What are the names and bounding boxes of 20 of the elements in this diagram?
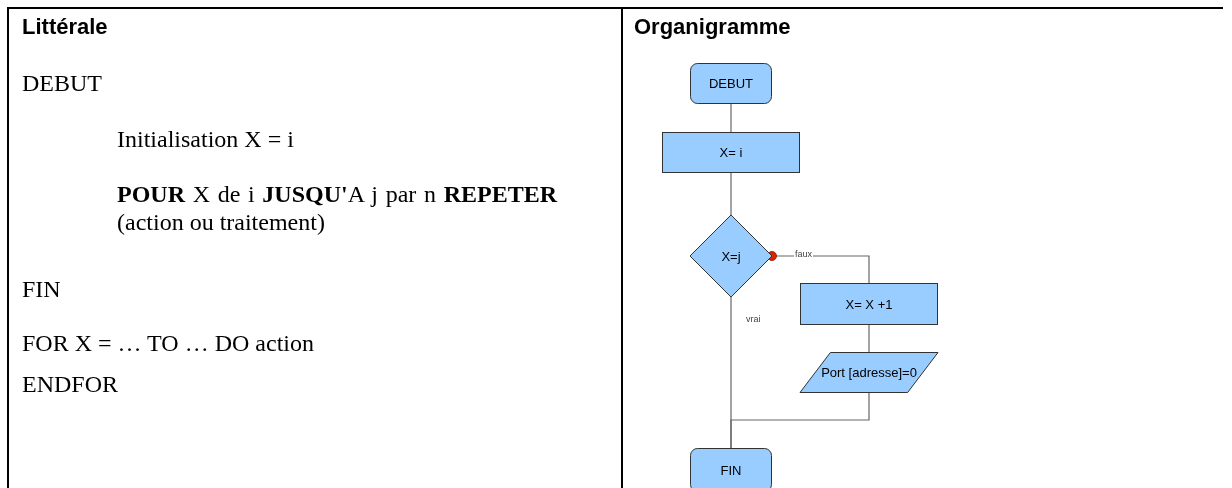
pseudocode-line: POUR X de i JUSQU'A j par n REPETER (action ou traitement) [117, 181, 557, 237]
pseudocode-line: ENDFOR [22, 371, 118, 399]
connector-line [868, 324, 870, 353]
connector-line [730, 172, 732, 216]
node-label: DEBUT [708, 76, 754, 91]
node-label: X=j [721, 248, 741, 264]
pseudocode-line: FOR X = … TO … DO action [22, 330, 314, 358]
pseudocode-line: Initialisation X = i [117, 126, 294, 154]
connector-line [730, 392, 870, 449]
pseudocode-line: DEBUT [22, 70, 102, 98]
edge-label: vrai [745, 315, 762, 324]
node-label: X= X +1 [845, 296, 893, 312]
connector-line [730, 103, 732, 133]
edge-label: faux [794, 250, 813, 259]
node-label: FIN [720, 462, 742, 478]
node-label: Port [adresse]=0 [821, 365, 917, 380]
pseudocode-line: FIN [22, 276, 61, 304]
column-heading: Organigramme [634, 14, 791, 40]
column-heading: Littérale [22, 14, 108, 40]
node-label: X= i [719, 145, 743, 160]
